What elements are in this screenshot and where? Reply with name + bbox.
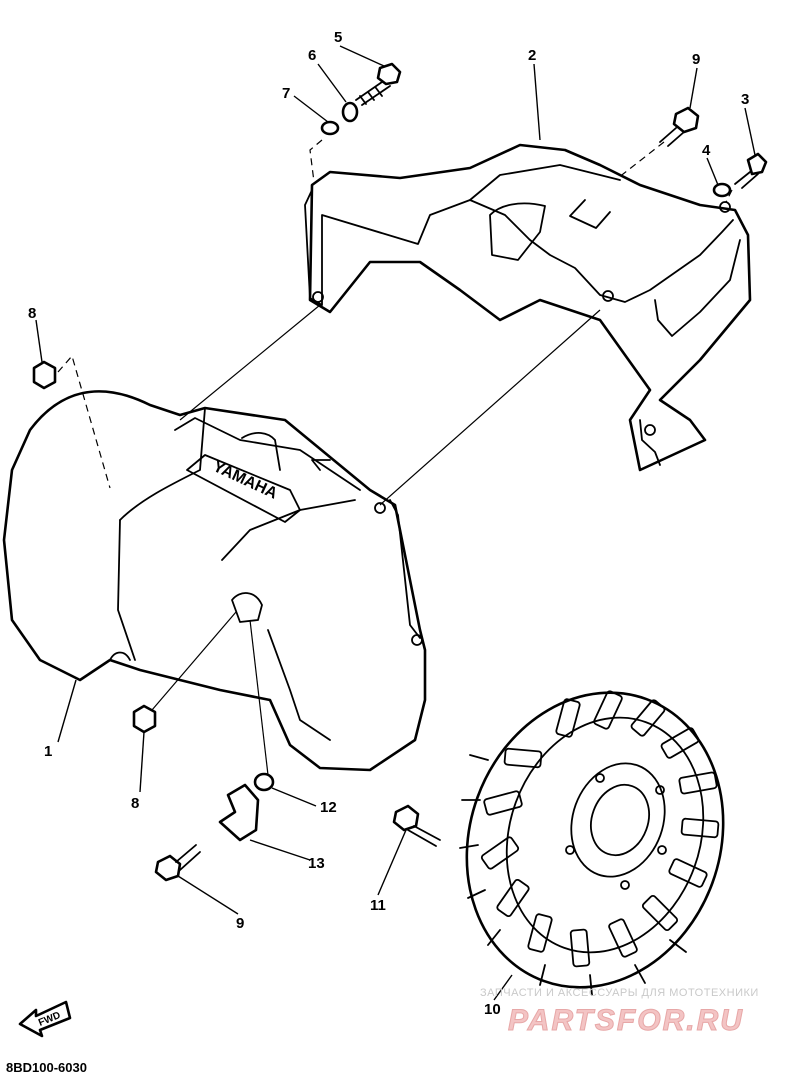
washer-part-4	[712, 182, 732, 198]
nut-part-8-lower	[132, 704, 157, 734]
washer-part-7	[320, 120, 340, 136]
callout-2: 2	[528, 47, 536, 64]
washer-part-6	[341, 101, 359, 123]
bolt-part-9-bottom	[154, 844, 201, 882]
screw-part-3	[734, 152, 768, 189]
callout-8-lower: 8	[131, 795, 139, 812]
watermark-tagline: ЗАПЧАСТИ И АКСЕССУАРЫ ДЛЯ МОТОТЕХНИКИ	[480, 987, 759, 999]
callout-1: 1	[44, 743, 52, 760]
callout-11: 11	[370, 897, 386, 914]
callout-7: 7	[282, 85, 290, 102]
bolt-part-5	[355, 62, 402, 106]
callout-9-bottom: 9	[236, 915, 244, 932]
bolt-part-9-top	[659, 106, 700, 147]
callout-numbers: 2 9 3 4 5 6 7 8 1 8 12 13 11 9 10	[28, 29, 749, 1018]
diagram-code: 8BD100-6030	[6, 1060, 87, 1075]
callout-10: 10	[484, 1001, 501, 1018]
upper-shroud-part-2	[304, 143, 752, 472]
callout-5: 5	[334, 29, 342, 46]
callout-13: 13	[308, 855, 325, 872]
watermark-brand: PARTSFOR.RU	[508, 1004, 744, 1037]
watermark: ЗАПЧАСТИ И АКСЕССУАРЫ ДЛЯ МОТОТЕХНИКИ PA…	[480, 987, 759, 1038]
assembly-guide-lines	[57, 139, 733, 776]
fan-fins	[480, 690, 720, 968]
bolt-part-11	[392, 804, 441, 847]
leader-lines	[35, 45, 756, 1001]
nut-part-8-upper	[32, 360, 57, 390]
clamp-part-13	[218, 783, 260, 842]
callout-6: 6	[308, 47, 316, 64]
grommet-part-12	[253, 772, 275, 792]
forward-arrow: FWD	[18, 1000, 72, 1038]
callout-3: 3	[741, 91, 749, 108]
cooling-fan-part-10	[459, 690, 725, 996]
callout-8-upper: 8	[28, 305, 36, 322]
callout-9-top: 9	[692, 51, 700, 68]
main-cover-part-1: YAMAHA	[2, 390, 427, 772]
callout-4: 4	[702, 142, 711, 159]
callout-12: 12	[320, 799, 337, 816]
